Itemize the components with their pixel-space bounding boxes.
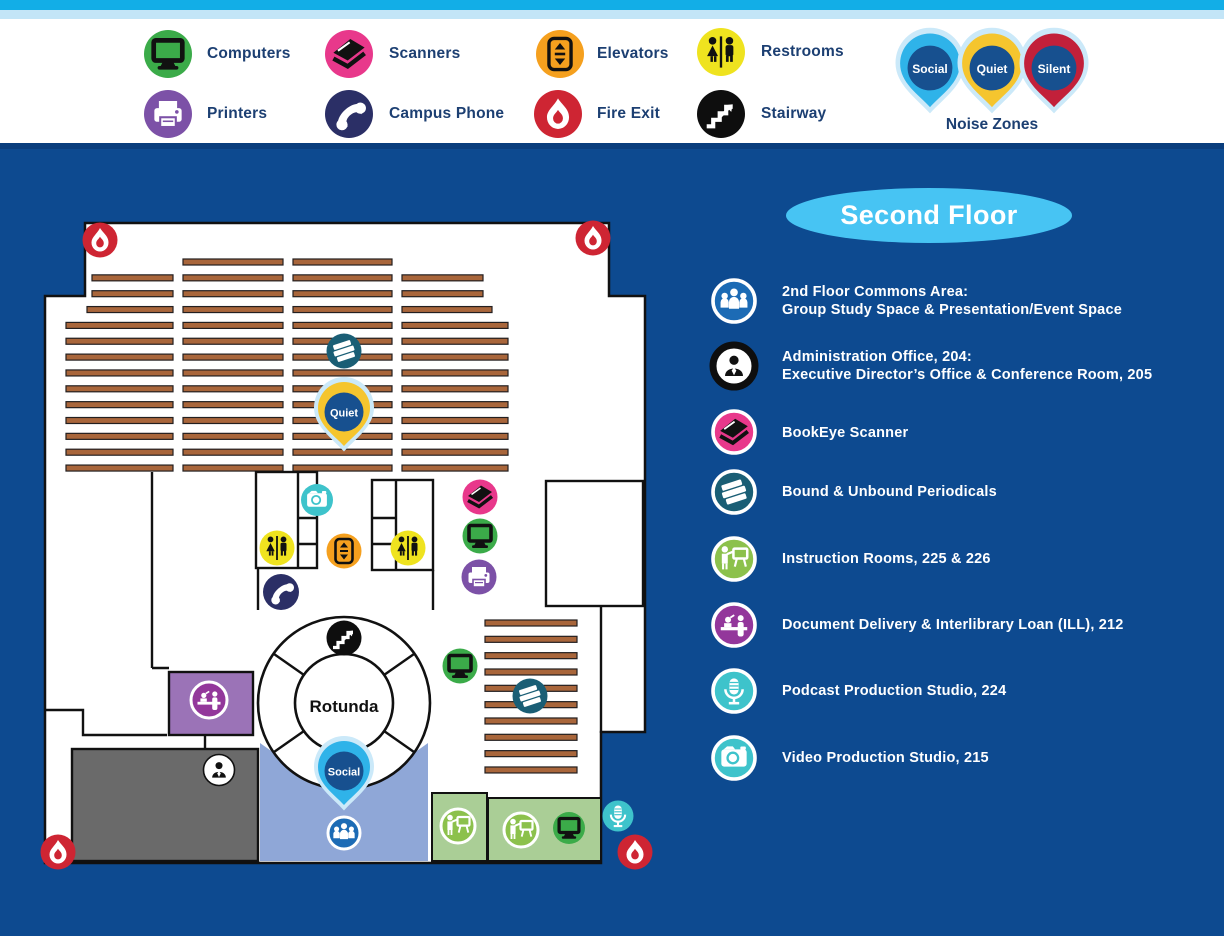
key-item-ill: Document Delivery & Interlibrary Loan (I… xyxy=(782,617,1124,633)
stairway-icon xyxy=(697,90,745,138)
computer-icon xyxy=(442,648,478,684)
computer-icon xyxy=(553,812,585,844)
stairway-icon xyxy=(326,620,362,656)
svg-text:Quiet: Quiet xyxy=(330,408,358,420)
commons-people-icon xyxy=(326,815,362,851)
key-item-commons: 2nd Floor Commons Area:Group Study Space… xyxy=(782,284,1122,318)
fire-exit-icon xyxy=(534,90,582,138)
quiet-zone-pin: Quiet xyxy=(957,27,1027,114)
key-item-instruction: Instruction Rooms, 225 & 226 xyxy=(782,551,991,567)
key-item-video: Video Production Studio, 215 xyxy=(782,750,989,766)
admin-person-icon xyxy=(202,753,236,787)
scanner-icon xyxy=(325,30,373,78)
scanner-icon xyxy=(711,409,757,455)
admin-person-icon xyxy=(709,341,759,391)
svg-text:Social: Social xyxy=(912,62,948,76)
instructor-icon xyxy=(711,536,757,582)
quiet-zone-pin: Quiet xyxy=(314,377,374,452)
legend-divider xyxy=(0,143,1224,149)
room-commons xyxy=(260,743,428,861)
key-item-podcast: Podcast Production Studio, 224 xyxy=(782,683,1007,699)
rotunda-label: Rotunda xyxy=(310,697,379,716)
periodicals-books-icon xyxy=(326,333,362,369)
floor-title-badge: Second Floor xyxy=(786,188,1072,243)
fire-exit-icon xyxy=(40,834,76,870)
key-item-bookeye: BookEye Scanner xyxy=(782,425,909,441)
fire-exit-icon xyxy=(82,222,118,258)
restroom-icon xyxy=(697,28,745,76)
restroom-icon xyxy=(259,530,295,566)
legend-label-campus-phone: Campus Phone xyxy=(389,105,505,122)
microphone-icon xyxy=(711,668,757,714)
fire-exit-icon xyxy=(575,220,611,256)
fire-exit-icon xyxy=(617,834,653,870)
campus-phone-icon xyxy=(263,574,299,610)
legend-label-scanners: Scanners xyxy=(389,45,461,62)
elevator-icon xyxy=(536,30,584,78)
printer-icon xyxy=(461,559,497,595)
legend-label-elevators: Elevators xyxy=(597,45,669,62)
floor-title: Second Floor xyxy=(840,200,1018,230)
phone-icon xyxy=(325,90,373,138)
legend-label-fire-exit: Fire Exit xyxy=(597,105,660,122)
social-zone-pin: Social xyxy=(314,736,374,811)
computer-icon xyxy=(144,30,192,78)
periodicals-books-icon xyxy=(512,678,548,714)
key-item-administration: Administration Office, 204:Executive Dir… xyxy=(782,349,1153,383)
legend-label-stairway: Stairway xyxy=(761,105,827,122)
sub-accent-bar xyxy=(0,10,1224,19)
interior-walls xyxy=(45,470,645,749)
rotunda: Rotunda xyxy=(256,615,432,791)
commons-people-icon xyxy=(711,278,757,324)
silent-zone-pin: Silent xyxy=(1019,27,1089,114)
legend-label-printers: Printers xyxy=(207,105,268,122)
noise-zones-title: Noise Zones xyxy=(945,116,1039,133)
legend-icons: Social Quiet Silent xyxy=(144,27,1089,138)
scanner-icon xyxy=(462,479,498,515)
legend-label-computers: Computers xyxy=(207,45,291,62)
room-administration xyxy=(70,747,260,863)
restroom-icon xyxy=(390,530,426,566)
ill-desk-icon xyxy=(711,602,757,648)
legend-label-restrooms: Restrooms xyxy=(761,43,844,60)
svg-text:Social: Social xyxy=(328,767,360,779)
microphone-icon xyxy=(602,800,634,832)
instructor-icon xyxy=(502,811,540,849)
key-item-periodicals: Bound & Unbound Periodicals xyxy=(782,484,997,500)
top-accent-bar xyxy=(0,0,1224,10)
video-camera-icon xyxy=(301,484,333,516)
printer-icon xyxy=(144,90,192,138)
svg-text:Quiet: Quiet xyxy=(977,62,1008,76)
computer-icon xyxy=(462,518,498,554)
key-icons xyxy=(709,278,759,781)
instructor-icon xyxy=(439,807,477,845)
elevator-icon xyxy=(326,533,362,569)
books-icon xyxy=(711,469,757,515)
svg-text:Silent: Silent xyxy=(1038,62,1071,76)
camera-icon xyxy=(711,735,757,781)
ill-desk-icon xyxy=(189,680,229,720)
social-zone-pin: Social xyxy=(895,27,965,114)
